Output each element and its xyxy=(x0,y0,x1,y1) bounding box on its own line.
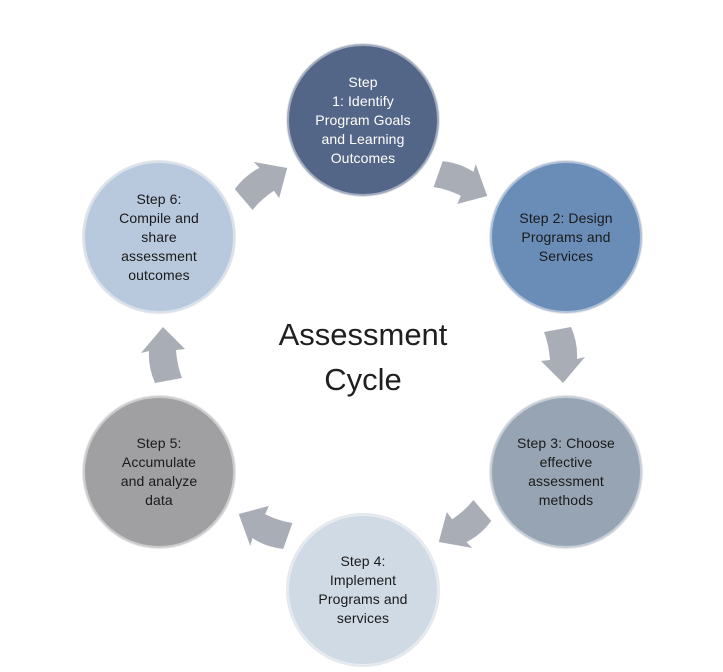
arrow-shape xyxy=(438,500,492,549)
step-4-label: Step 4: Implement Programs and services xyxy=(318,553,408,626)
cycle-arrow-step4-to-step5-icon xyxy=(225,492,301,564)
diagram-title: Assessment Cycle xyxy=(278,317,448,397)
arrow-shape xyxy=(433,161,488,205)
arrow-shape xyxy=(141,327,185,383)
step-1-circle: Step 1: Identify Program Goals and Learn… xyxy=(287,44,439,196)
cycle-arrow-step6-to-step1-icon xyxy=(225,146,301,218)
cycle-arrow-step1-to-step2-icon xyxy=(425,146,501,218)
arrow-shape xyxy=(541,327,585,383)
step-2-circle: Step 2: Design Programs and Services xyxy=(490,161,642,313)
arrow-shape xyxy=(238,505,293,549)
step-1-label: Step 1: Identify Program Goals and Learn… xyxy=(315,73,411,166)
step-5-circle: Step 5: Accumulate and analyze data xyxy=(83,396,235,548)
cycle-arrow-step2-to-step3-icon xyxy=(539,325,587,385)
step-3-label: Step 3: Choose effective assessment meth… xyxy=(517,435,615,508)
step-3-circle: Step 3: Choose effective assessment meth… xyxy=(490,396,642,548)
step-6-circle: Step 6: Compile and share assessment out… xyxy=(83,161,235,313)
step-4-circle: Step 4: Implement Programs and services xyxy=(287,514,439,666)
arrow-shape xyxy=(234,161,288,210)
cycle-arrow-step3-to-step4-icon xyxy=(425,492,501,564)
cycle-arrow-step5-to-step6-icon xyxy=(139,325,187,385)
step-6-label: Step 6: Compile and share assessment out… xyxy=(119,190,199,283)
step-2-label: Step 2: Design Programs and Services xyxy=(519,209,613,264)
step-5-label: Step 5: Accumulate and analyze data xyxy=(120,435,198,508)
